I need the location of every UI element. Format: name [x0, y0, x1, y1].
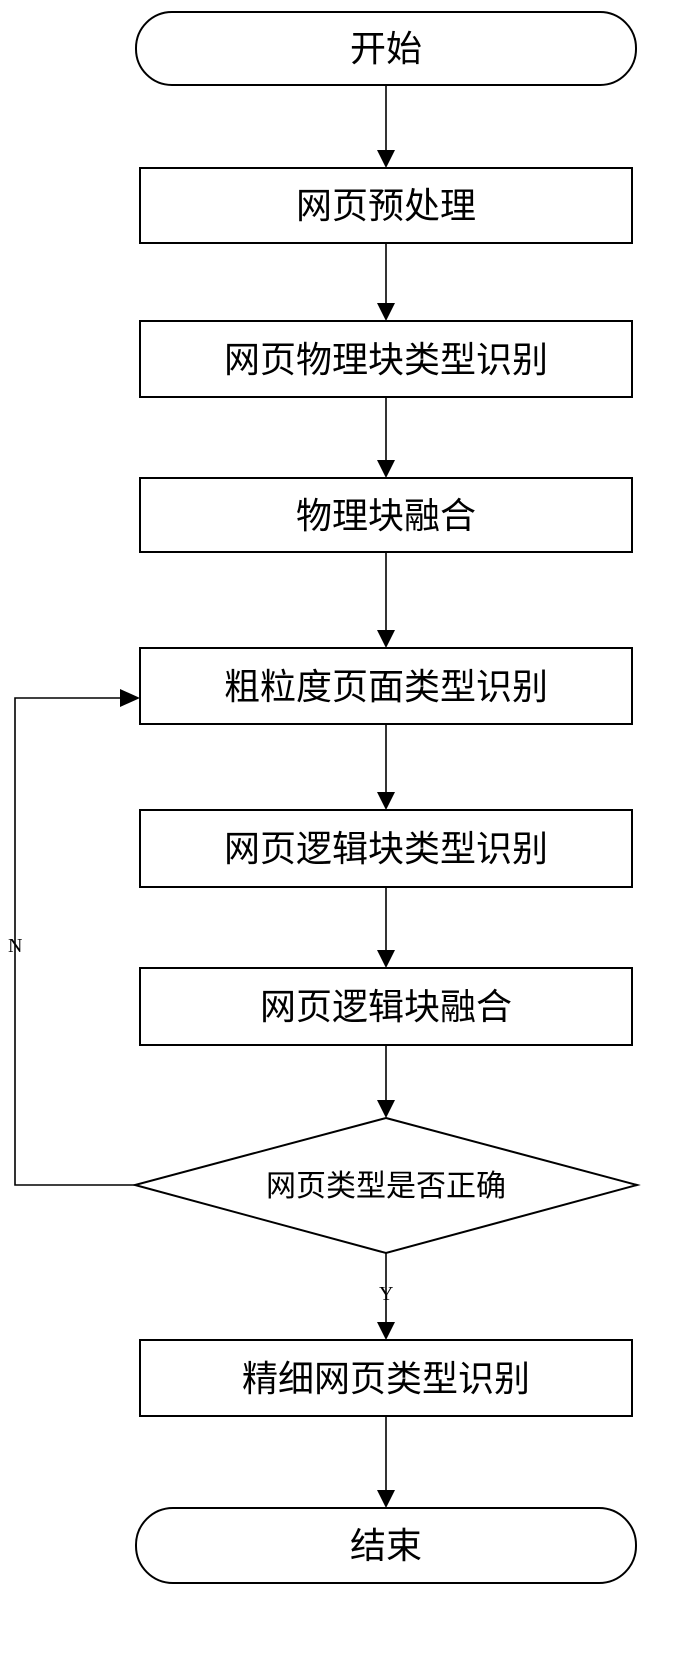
- physical-block-merge-label: 物理块融合: [296, 496, 476, 537]
- preprocess-node: 网页预处理: [139, 167, 633, 244]
- logical-block-type-node: 网页逻辑块类型识别: [139, 809, 633, 888]
- physical-block-merge-node: 物理块融合: [139, 477, 633, 553]
- edge-start-to-preprocess: [377, 85, 395, 168]
- end-label: 结束: [350, 1526, 422, 1567]
- edge-preprocess-to-physical-type: [377, 243, 395, 321]
- edge-coarse-to-logical-type: [377, 724, 395, 810]
- logical-block-merge-label: 网页逻辑块融合: [260, 987, 512, 1028]
- physical-block-type-node: 网页物理块类型识别: [139, 320, 633, 398]
- logical-block-merge-node: 网页逻辑块融合: [139, 967, 633, 1046]
- edge-logical-type-to-merge: [377, 887, 395, 968]
- logical-block-type-label: 网页逻辑块类型识别: [224, 829, 548, 870]
- edge-merge-to-coarse-type: [377, 552, 395, 648]
- fine-page-type-label: 精细网页类型识别: [242, 1359, 530, 1400]
- branch-no-label: N: [8, 935, 22, 957]
- fine-page-type-node: 精细网页类型识别: [139, 1339, 633, 1417]
- edge-decision-yes: [377, 1253, 395, 1340]
- edge-physical-type-to-merge: [377, 397, 395, 478]
- decision-label: 网页类型是否正确: [266, 1169, 506, 1204]
- start-node: 开始: [135, 11, 637, 86]
- physical-block-type-label: 网页物理块类型识别: [224, 340, 548, 381]
- edge-decision-no-loop: [14, 689, 140, 1186]
- edge-logical-merge-to-decision: [377, 1045, 395, 1118]
- coarse-page-type-label: 粗粒度页面类型识别: [224, 667, 548, 708]
- start-label: 开始: [350, 29, 422, 70]
- branch-yes-label: Y: [379, 1283, 393, 1305]
- coarse-page-type-node: 粗粒度页面类型识别: [139, 647, 633, 725]
- edge-fine-to-end: [377, 1416, 395, 1508]
- decision-node: 网页类型是否正确: [131, 1116, 641, 1255]
- preprocess-label: 网页预处理: [296, 186, 476, 227]
- end-node: 结束: [135, 1507, 637, 1584]
